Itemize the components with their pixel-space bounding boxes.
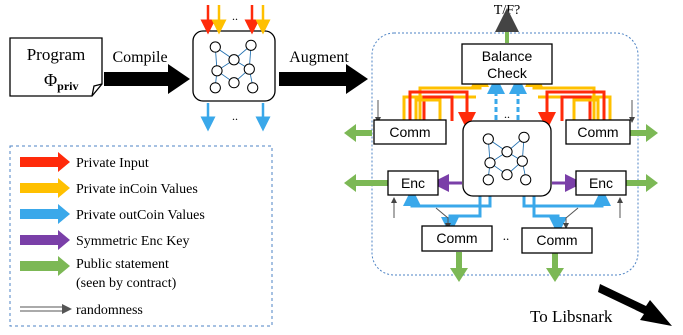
randomness-wires: [375, 100, 635, 229]
svg-text:Comm: Comm: [436, 230, 477, 246]
inner-circuit: ..: [462, 107, 552, 197]
compile-arrow: Compile: [104, 49, 190, 94]
compile-label: Compile: [112, 49, 167, 66]
program-document: Program Φpriv: [9, 37, 103, 97]
legend: Private Input Private inCoin Values Priv…: [9, 145, 273, 327]
svg-text:Private Input: Private Input: [76, 156, 149, 171]
circuit-top-ellipsis: ..: [232, 9, 238, 23]
svg-text:Enc: Enc: [589, 175, 613, 191]
comm-box-right: Comm: [565, 119, 631, 145]
augment-label: Augment: [289, 49, 349, 66]
legend-item-randomness: randomness: [20, 303, 143, 318]
svg-text:Enc: Enc: [401, 175, 425, 191]
svg-text:randomness: randomness: [76, 303, 143, 318]
circuit-bottom-ellipsis: ..: [232, 109, 238, 123]
inner-circuit-ellipsis: ..: [504, 107, 510, 121]
balance-check-box: Balance Check: [461, 43, 553, 85]
comm-box-bottom-left: Comm: [421, 225, 493, 252]
legend-item-private-input: Private Input: [20, 152, 149, 172]
svg-text:Private outCoin Values: Private outCoin Values: [76, 208, 205, 223]
svg-text:Symmetric Enc Key: Symmetric Enc Key: [76, 234, 190, 249]
to-libsnark-label: To Libsnark: [530, 307, 613, 326]
svg-text:Check: Check: [487, 65, 528, 81]
svg-text:(seen by contract): (seen by contract): [76, 276, 177, 291]
legend-item-enc-key: Symmetric Enc Key: [20, 230, 190, 250]
public-outputs: [344, 124, 658, 282]
legend-item-incoin: Private inCoin Values: [20, 178, 198, 198]
comm-box-bottom-right: Comm: [521, 227, 593, 254]
svg-text:Comm: Comm: [536, 232, 577, 248]
program-label: Program: [27, 45, 86, 64]
compiled-circuit: .. ..: [192, 5, 276, 132]
enc-box-right: Enc: [575, 170, 627, 196]
tf-output-label: T/F?: [494, 3, 520, 18]
enc-box-left: Enc: [387, 170, 439, 196]
legend-item-outcoin: Private outCoin Values: [20, 204, 205, 224]
svg-text:Private inCoin Values: Private inCoin Values: [76, 182, 198, 197]
svg-text:Comm: Comm: [389, 124, 430, 140]
augmented-region: [371, 32, 639, 276]
to-libsnark-arrow: To Libsnark: [530, 284, 672, 326]
phi-subscript: priv: [57, 79, 78, 93]
svg-text:Public statement: Public statement: [76, 257, 169, 272]
legend-item-public-statement: Public statement (seen by contract): [20, 256, 177, 291]
augment-arrow: Augment: [279, 49, 368, 94]
svg-text:Φpriv: Φpriv: [44, 70, 79, 93]
bottom-comm-ellipsis: ..: [503, 228, 510, 243]
svg-text:Comm: Comm: [577, 124, 618, 140]
phi-symbol: Φ: [44, 70, 57, 90]
svg-text:Balance: Balance: [482, 48, 533, 64]
comm-box-left: Comm: [373, 119, 447, 145]
